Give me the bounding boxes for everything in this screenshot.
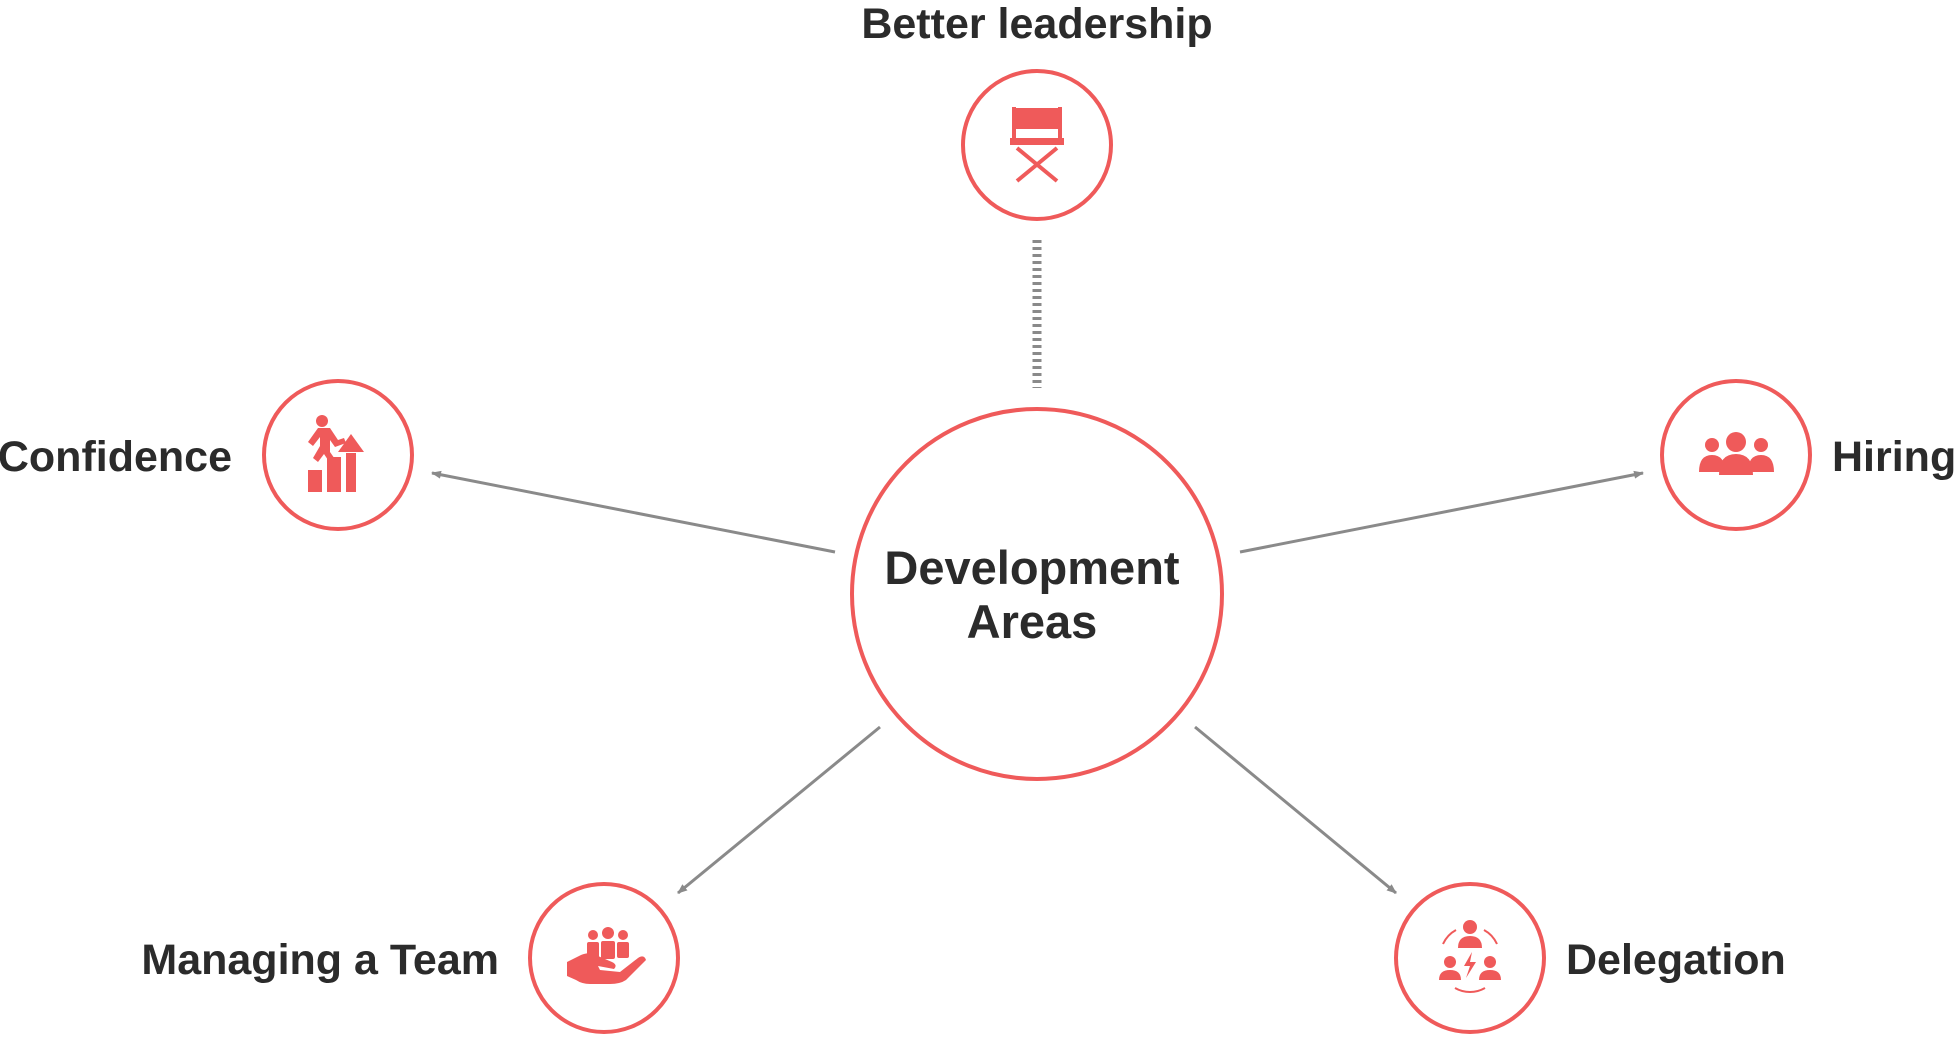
- node-better-leadership: Better leadership: [861, 0, 1213, 221]
- arrow-to-confidence: [431, 470, 836, 554]
- node-circle-confidence: [262, 379, 414, 531]
- center-node: Development Areas: [850, 407, 1224, 781]
- hand-holding-team-icon: [567, 927, 646, 984]
- arrow-to-delegation: [1194, 725, 1397, 895]
- node-label-better-leadership: Better leadership: [861, 0, 1212, 48]
- center-label-line2: Areas: [967, 595, 1098, 648]
- node-confidence: Confidence: [0, 379, 414, 531]
- center-circle: [850, 407, 1224, 781]
- node-hiring: Hiring: [1660, 379, 1956, 531]
- arrow-to-managing-team: [677, 725, 881, 895]
- center-label-line1: Development: [884, 541, 1179, 594]
- node-label-managing-team: Managing a Team: [141, 936, 499, 984]
- node-managing-team: Managing a Team: [141, 882, 680, 1034]
- node-label-confidence: Confidence: [0, 433, 232, 481]
- directors-chair-icon: [1010, 107, 1064, 183]
- team-cycle-icon: [1439, 920, 1501, 993]
- arrow-to-hiring: [1239, 470, 1644, 554]
- climbing-growth-icon: [308, 415, 364, 492]
- node-label-delegation: Delegation: [1566, 936, 1786, 984]
- people-group-icon: [1699, 432, 1774, 475]
- node-label-hiring: Hiring: [1832, 433, 1956, 481]
- node-delegation: Delegation: [1394, 882, 1786, 1034]
